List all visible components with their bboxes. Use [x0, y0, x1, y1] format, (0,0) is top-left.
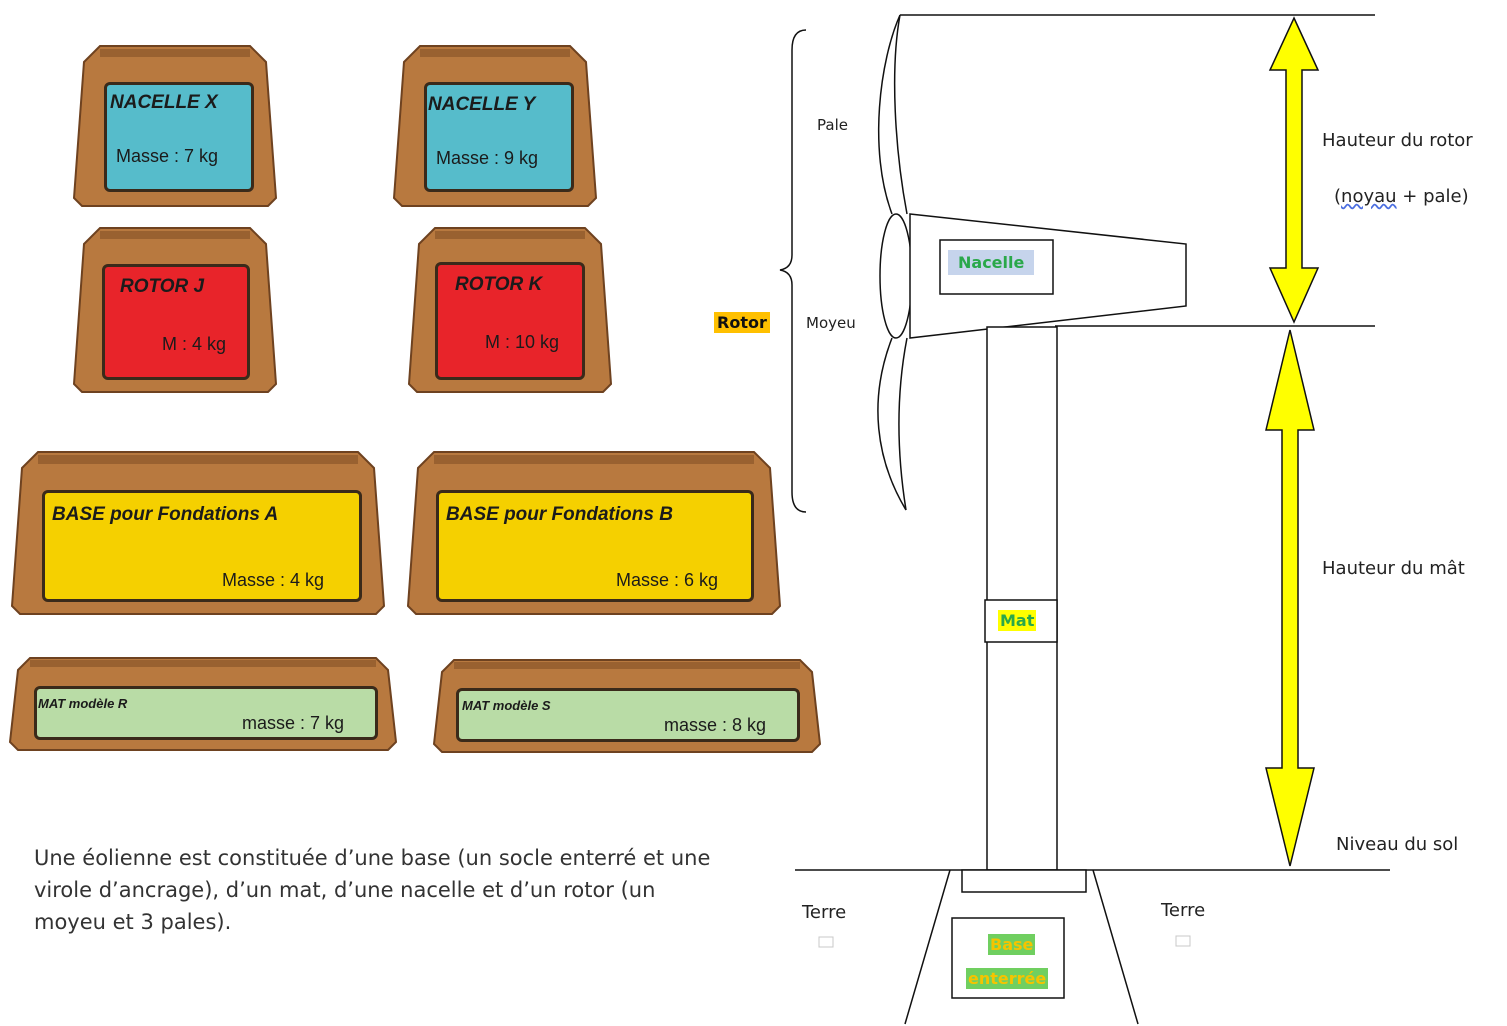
crate-title: NACELLE X [110, 92, 218, 113]
label-pale: Pale [817, 116, 848, 134]
crate-title: BASE pour Fondations A [52, 504, 279, 525]
blade-bottom [877, 337, 907, 511]
label-rotor: Rotor [714, 312, 770, 333]
mast-height-arrow [1265, 329, 1315, 867]
crate-base-b: BASE pour Fondations B Masse : 6 kg [404, 448, 784, 618]
crate-title: MAT modèle R [38, 696, 128, 711]
crate-mass: Masse : 7 kg [116, 146, 219, 166]
base-ring [961, 869, 1087, 893]
hub [879, 213, 913, 339]
crate-mass: masse : 8 kg [664, 715, 767, 735]
terre-right-mark [1175, 935, 1191, 947]
crate-mass: masse : 7 kg [242, 713, 345, 733]
noyau-word: noyau [1341, 186, 1397, 207]
crate-nacelle-y: NACELLE Y Masse : 9 kg [390, 40, 600, 210]
crate-mass: Masse : 4 kg [222, 570, 325, 590]
label-moyeu: Moyeu [806, 314, 856, 332]
foundation-left-edge [904, 869, 951, 1025]
label-mat: Mat [998, 610, 1037, 631]
crate-title: MAT modèle S [462, 698, 551, 713]
crate-mat-s: MAT modèle S masse : 8 kg [430, 658, 824, 754]
mast [986, 326, 1058, 871]
label-terre-right: Terre [1161, 900, 1206, 921]
crate-title: ROTOR K [455, 274, 543, 295]
label-base-line1: Base [988, 934, 1036, 955]
label-niveau-sol: Niveau du sol [1336, 834, 1459, 855]
crate-mass: Masse : 9 kg [436, 148, 539, 168]
crate-base-a: BASE pour Fondations A Masse : 4 kg [8, 448, 388, 618]
foundation-right-edge [1092, 869, 1139, 1025]
crate-rotor-k: ROTOR K M : 10 kg [405, 222, 615, 397]
label-nacelle: Nacelle [948, 250, 1035, 275]
crate-mass: M : 4 kg [162, 334, 227, 354]
label-hauteur-rotor: Hauteur du rotor [1322, 130, 1473, 151]
crate-mass: Masse : 6 kg [616, 570, 719, 590]
description-text: Une éolienne est constituée d’une base (… [34, 846, 711, 934]
label-hauteur-mat: Hauteur du mât [1322, 558, 1465, 579]
label-hauteur-rotor-detail: (noyau + pale) [1334, 186, 1469, 207]
crate-rotor-j: ROTOR J M : 4 kg [70, 222, 280, 397]
crate-mass: M : 10 kg [485, 332, 560, 352]
rotor-height-arrow [1268, 16, 1320, 324]
crate-nacelle-x: NACELLE X Masse : 7 kg [70, 40, 280, 210]
crate-title: NACELLE Y [428, 94, 536, 115]
terre-left-mark [818, 936, 834, 948]
label-terre-left: Terre [802, 902, 847, 923]
crate-mat-r: MAT modèle R masse : 7 kg [6, 656, 400, 752]
label-base-line2: enterrée [966, 968, 1049, 989]
detail-rest: + pale) [1396, 186, 1469, 207]
blade-top [877, 14, 901, 215]
crate-title: ROTOR J [120, 276, 205, 297]
rotor-brace [779, 29, 807, 513]
crate-title: BASE pour Fondations B [446, 504, 673, 525]
